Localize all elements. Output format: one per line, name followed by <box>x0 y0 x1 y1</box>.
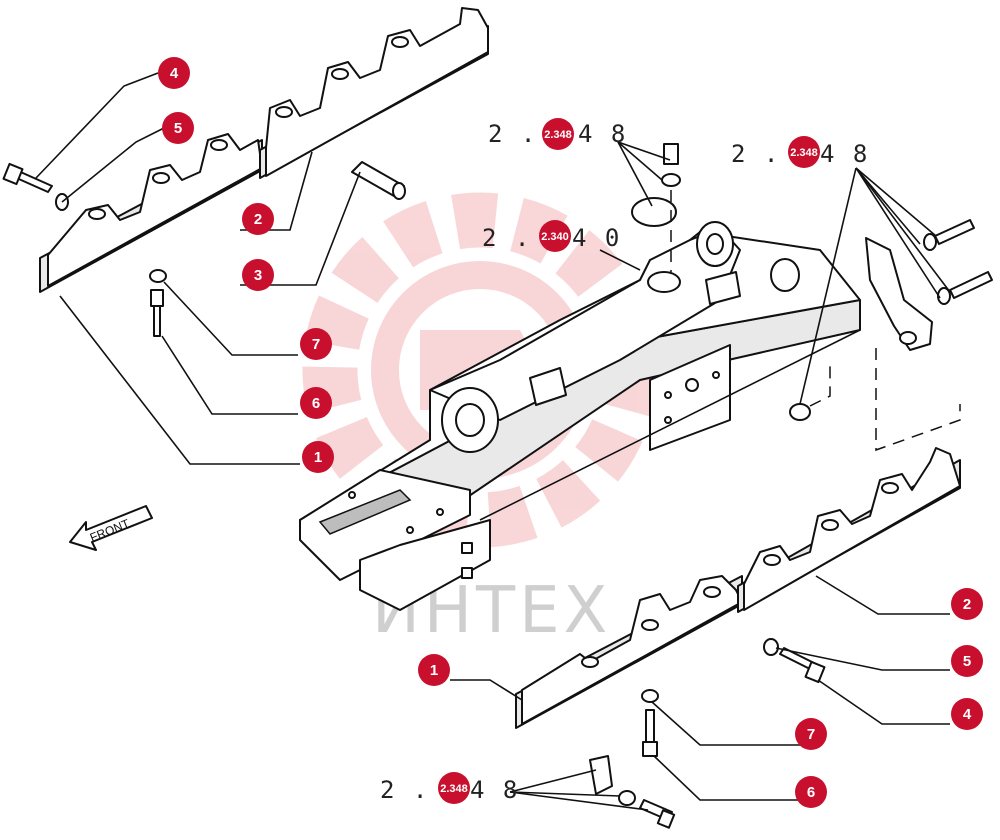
leader-lines <box>35 72 951 811</box>
ref-badge: 2.348 <box>544 129 572 141</box>
callout-label: 2 <box>963 596 971 613</box>
callout-badge-4-bot[interactable]: 4 <box>951 698 983 730</box>
ref-prefix: 2 . <box>731 140 780 168</box>
callout-label: 4 <box>963 706 972 723</box>
ref-suffix: 4 8 <box>470 776 519 804</box>
callout-label: 4 <box>170 65 179 82</box>
reference-code-a[interactable]: 2 . 4 8 2.348 <box>488 118 627 150</box>
callout-badge-3-top[interactable]: 3 <box>242 259 274 291</box>
callout-label: 7 <box>807 726 815 743</box>
callout-badge-6-bot[interactable]: 6 <box>795 776 827 808</box>
callout-badge-6-top[interactable]: 6 <box>300 387 332 419</box>
ref-prefix: 2 . <box>488 120 537 148</box>
callout-label: 7 <box>312 336 320 353</box>
ref-prefix: 2 . <box>380 776 429 804</box>
ref-badge: 2.348 <box>790 147 818 159</box>
callout-label: 2 <box>254 211 262 228</box>
callout-label: 5 <box>174 120 182 137</box>
callout-badge-1-top[interactable]: 1 <box>302 441 334 473</box>
right-bracket <box>789 219 993 452</box>
callout-label: 6 <box>807 784 815 801</box>
callout-badge-1-bot[interactable]: 1 <box>418 654 450 686</box>
reference-code-d[interactable]: 2 . 4 8 2.348 <box>380 772 519 804</box>
ref-suffix: 4 8 <box>820 140 869 168</box>
callout-badge-5-bot[interactable]: 5 <box>951 645 983 677</box>
callout-label: 1 <box>314 449 322 466</box>
reference-code-b[interactable]: 2 . 4 8 2.348 <box>731 136 869 168</box>
top-left-track-shoe <box>2 7 489 337</box>
ref-badge: 2.348 <box>440 783 468 795</box>
ref-prefix: 2 . <box>482 224 531 252</box>
callout-badge-4-top[interactable]: 4 <box>158 57 190 89</box>
callout-badge-7-top[interactable]: 7 <box>300 328 332 360</box>
callout-badge-2-top[interactable]: 2 <box>242 203 274 235</box>
main-frame <box>299 221 861 611</box>
callout-badge-2-bot[interactable]: 2 <box>951 588 983 620</box>
bottom-right-track-shoe <box>515 447 961 757</box>
bottom-clip-parts <box>589 755 676 829</box>
ref-badge: 2.340 <box>541 231 569 243</box>
callout-label: 1 <box>430 662 438 679</box>
reference-code-c[interactable]: 2 . 4 0 2.340 <box>482 220 621 252</box>
front-arrow-icon: FRONT <box>69 505 153 551</box>
callout-badge-5-top[interactable]: 5 <box>162 112 194 144</box>
callout-badge-7-bot[interactable]: 7 <box>795 718 827 750</box>
callout-label: 5 <box>963 653 971 670</box>
ref-suffix: 4 8 <box>578 120 627 148</box>
ref-suffix: 4 0 <box>572 224 621 252</box>
callout-label: 3 <box>254 267 262 284</box>
callout-label: 6 <box>312 395 320 412</box>
